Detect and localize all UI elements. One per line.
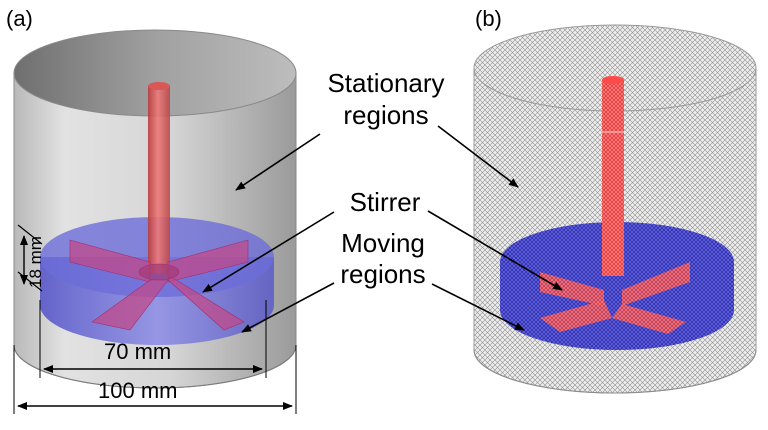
mesh-shaft-top-b (602, 76, 624, 84)
vessel-diameter-label: 100 mm (98, 378, 177, 403)
mesh-impeller-b (540, 262, 690, 334)
panel-b-label: (b) (475, 6, 502, 31)
impeller-diameter-label: 70 mm (104, 339, 171, 364)
arrow-moving-a (241, 282, 335, 333)
impeller-diameter-dimension: 70 mm (39, 300, 267, 378)
arrow-stationary-b (437, 125, 519, 188)
mesh-stirrer-shaft-b (602, 80, 624, 276)
moving-label-line2: regions (340, 259, 425, 289)
shaft-top-a (148, 82, 170, 90)
panel-a: 18 mm 70 mm 100 mm (a) (6, 6, 297, 414)
panel-b: (b) (473, 6, 757, 394)
arrow-stationary-a (235, 133, 321, 191)
arrow-stirrer-a (202, 211, 335, 293)
height-dimension: 18 mm (17, 224, 45, 292)
stirrer-label: Stirrer (350, 187, 421, 217)
stirrer-shaft-a (148, 86, 170, 274)
moving-label-line1: Moving (341, 228, 425, 258)
arrow-moving-b (431, 283, 525, 331)
stationary-label-line1: Stationary (327, 68, 444, 98)
panel-a-label: (a) (6, 6, 33, 31)
annotations: Stationary regions Stirrer Moving region… (202, 68, 563, 333)
height-label: 18 mm (26, 236, 45, 288)
impeller-a (69, 239, 249, 331)
vessel-diameter-dimension: 100 mm (13, 345, 297, 414)
arrow-stirrer-b (427, 210, 563, 291)
stationary-label-line2: regions (343, 100, 428, 130)
